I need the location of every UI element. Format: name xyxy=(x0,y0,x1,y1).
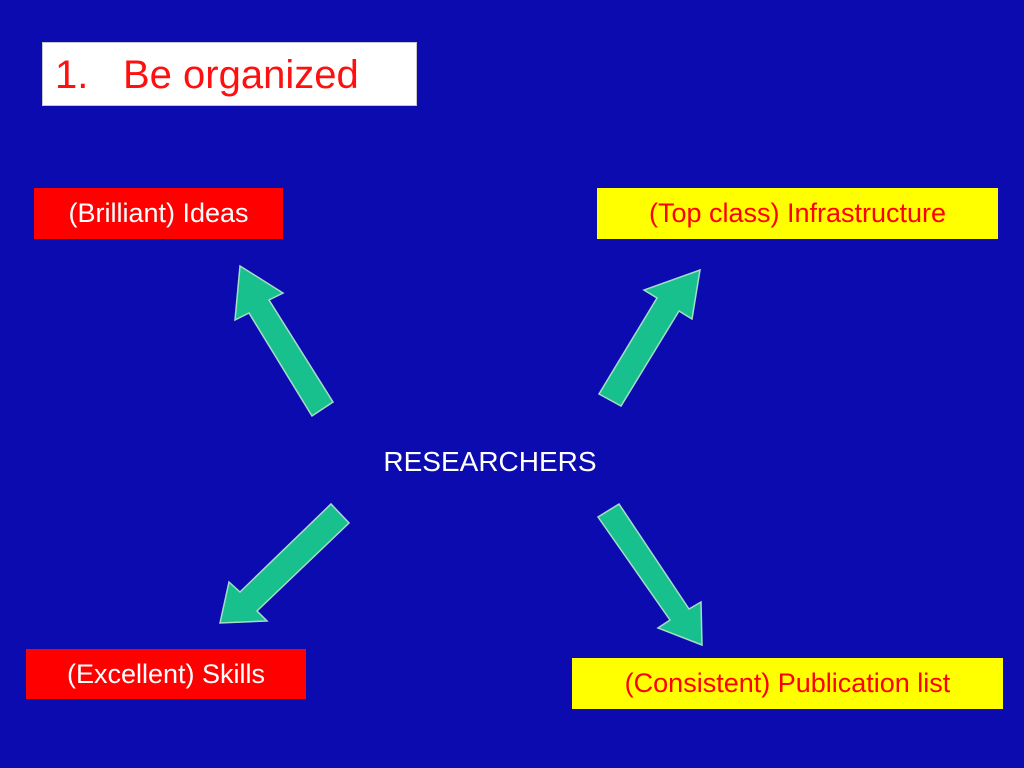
title-box: 1. Be organized xyxy=(42,42,417,106)
node-publications: (Consistent) Publication list xyxy=(572,658,1003,709)
arrow-down-left-icon xyxy=(219,502,351,624)
node-ideas-label: (Brilliant) Ideas xyxy=(68,198,249,228)
arrow-down-right-icon xyxy=(596,502,703,647)
node-infrastructure-label: (Top class) Infrastructure xyxy=(648,198,947,228)
center-label: RESEARCHERS xyxy=(383,446,597,477)
node-skills: (Excellent) Skills xyxy=(26,649,306,699)
node-skills-label: (Excellent) Skills xyxy=(66,658,266,689)
title-number: 1. xyxy=(55,53,89,97)
node-infrastructure: (Top class) Infrastructure xyxy=(597,188,998,239)
arrow-up-right-icon xyxy=(597,268,701,408)
title-text: Be organized xyxy=(123,53,359,97)
node-ideas: (Brilliant) Ideas xyxy=(34,188,283,239)
arrow-up-left-icon xyxy=(234,264,335,418)
node-publications-label: (Consistent) Publication list xyxy=(624,668,951,698)
